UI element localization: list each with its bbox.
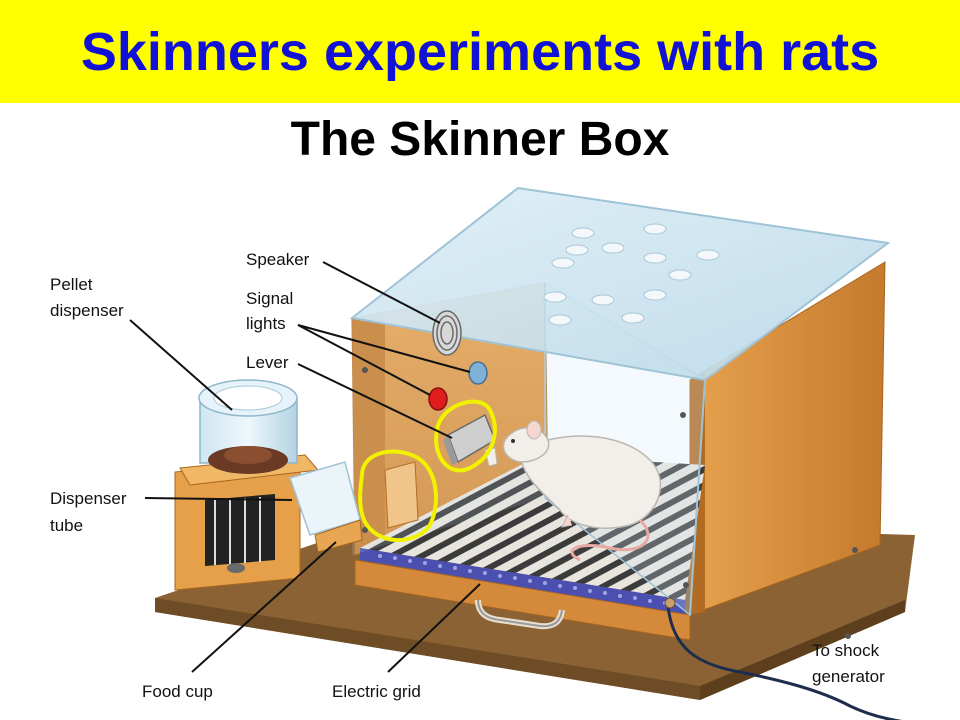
speaker-leader xyxy=(322,261,441,324)
label-electric-grid: Electric grid xyxy=(332,682,421,701)
label-to-shock-generator-line1: To shock xyxy=(812,641,880,660)
diagram-labels: Speaker Signal lights Lever Pellet dispe… xyxy=(50,250,885,701)
label-pellet-dispenser-line1: Pellet xyxy=(50,275,93,294)
speaker xyxy=(432,310,462,356)
pellet-dispenser xyxy=(174,379,319,591)
signal-lights-leader-blue xyxy=(297,324,471,373)
food-cup-highlight-circle xyxy=(358,449,438,542)
food-cup-opening xyxy=(384,461,419,529)
leader-lines xyxy=(129,261,481,673)
lever-leader xyxy=(297,363,453,439)
lever-highlight-circle xyxy=(434,399,497,473)
label-signal-lights-line2: lights xyxy=(246,314,286,333)
signal-lights xyxy=(428,361,488,411)
label-pellet-dispenser-line2: dispenser xyxy=(50,301,124,320)
rat xyxy=(484,420,661,562)
highlight-circles xyxy=(358,399,497,542)
label-signal-lights-line1: Signal xyxy=(246,289,293,308)
label-lever: Lever xyxy=(246,353,289,372)
food-cup-leader xyxy=(191,541,337,673)
label-dispenser-tube-line2: tube xyxy=(50,516,83,535)
pellet-dispenser-leader xyxy=(129,319,233,411)
skinner-box-diagram: Speaker Signal lights Lever Pellet dispe… xyxy=(50,186,915,720)
electric-grid-leader xyxy=(387,583,481,673)
label-food-cup: Food cup xyxy=(142,682,213,701)
signal-lights-leader-red xyxy=(297,324,431,396)
drawer xyxy=(354,559,691,641)
label-to-shock-generator-line2: generator xyxy=(812,667,885,686)
screws xyxy=(362,367,858,639)
dispenser-tube-leader xyxy=(144,497,293,501)
title-banner: Skinners experiments with rats xyxy=(0,0,960,103)
slide-title: Skinners experiments with rats xyxy=(80,21,880,82)
label-dispenser-tube-line1: Dispenser xyxy=(50,489,127,508)
label-speaker: Speaker xyxy=(246,250,310,269)
dispenser-tube xyxy=(289,461,363,553)
slide-subtitle: The Skinner Box xyxy=(290,113,670,166)
shock-cable xyxy=(664,597,903,720)
